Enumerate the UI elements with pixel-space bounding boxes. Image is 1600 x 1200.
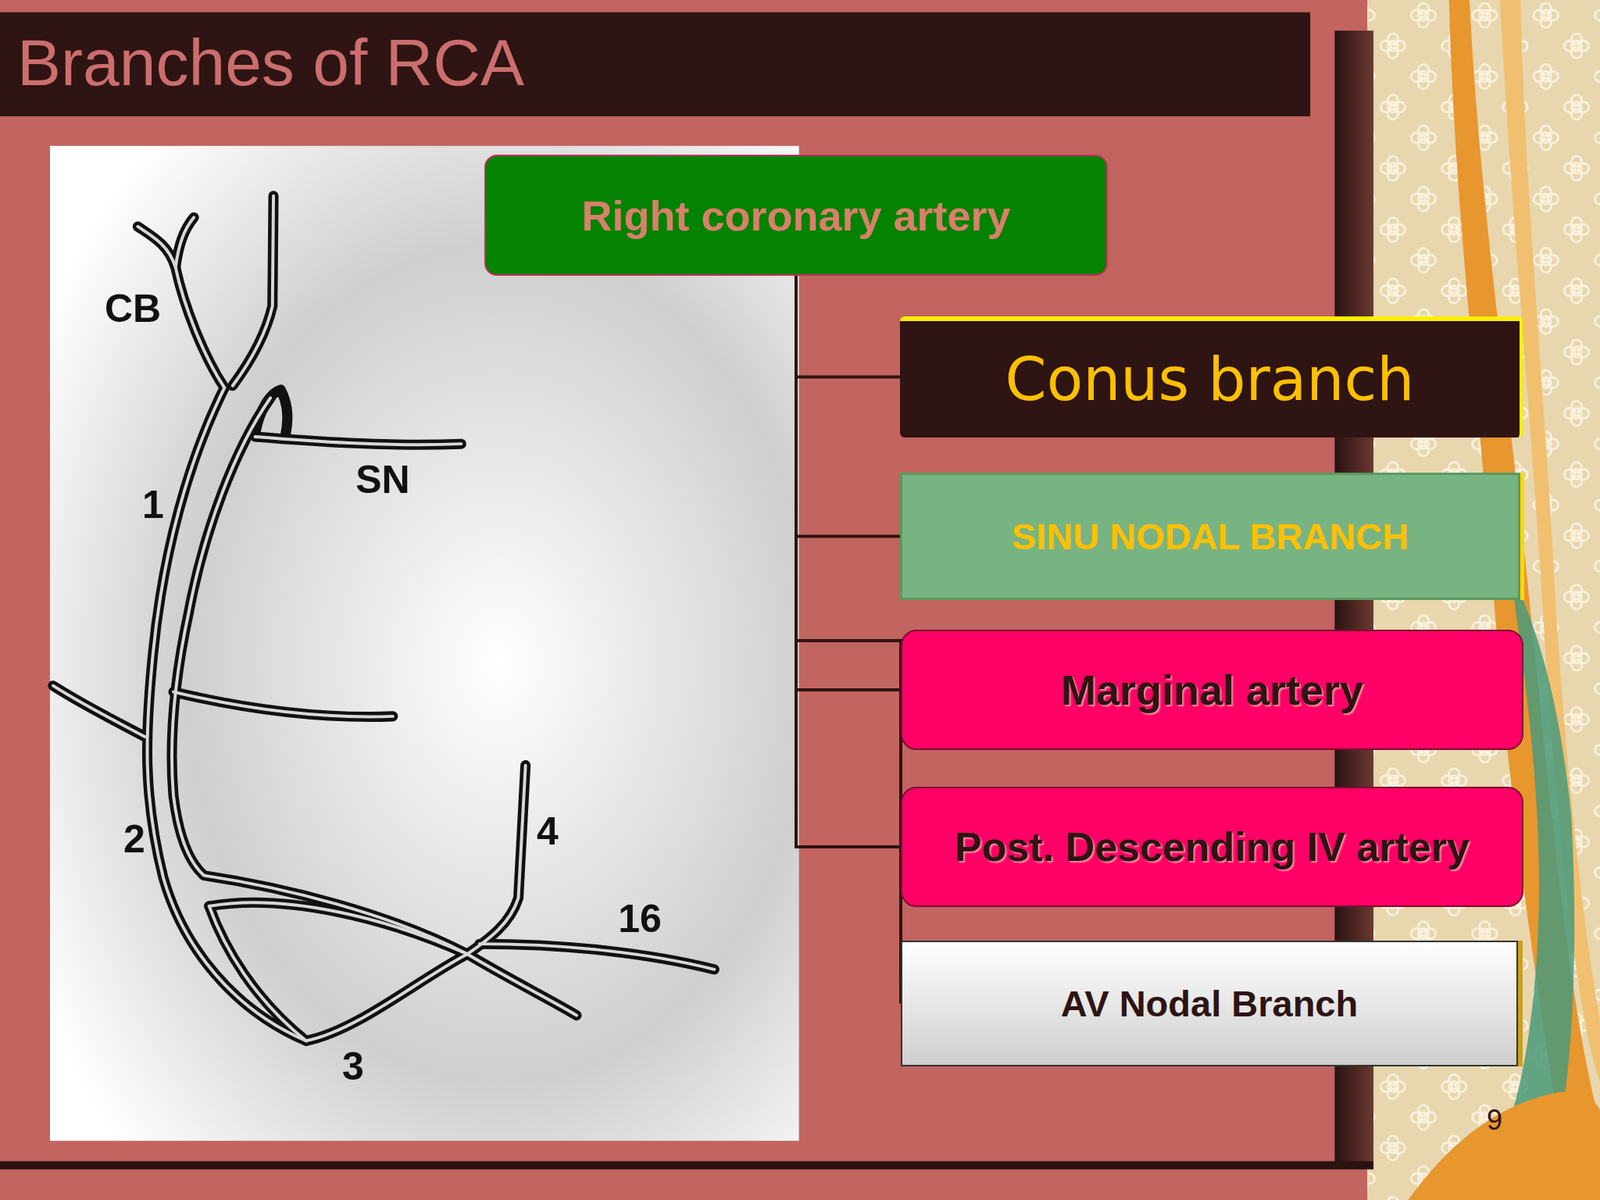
root-box: Right coronary artery	[484, 154, 1108, 276]
callout-label: 2	[123, 816, 146, 862]
callout-label: 1	[142, 482, 165, 528]
branch-box: Post. Descending IV artery	[900, 786, 1524, 908]
callout-label: 4	[536, 808, 559, 854]
connector-line	[796, 275, 901, 847]
artery-illustration	[53, 196, 715, 1041]
connector-line	[796, 275, 900, 378]
connector-line	[796, 275, 901, 690]
orange-corner	[1407, 1092, 1600, 1200]
node-text: Post. Descending IV artery	[946, 823, 1478, 871]
branch-box: AV Nodal Branch	[900, 940, 1518, 1067]
node-text: SINU NODAL BRANCH	[1003, 514, 1417, 558]
title-bar	[0, 12, 1311, 117]
callout-label: 3	[342, 1043, 365, 1090]
connector-line	[796, 275, 900, 537]
callout-label: SN	[355, 457, 410, 503]
frame-shadow	[0, 1160, 1374, 1169]
connector-line	[796, 275, 901, 1004]
node-text: Conus branch	[997, 344, 1423, 415]
node-text: AV Nodal Branch	[1053, 982, 1366, 1025]
callout-label: CB	[104, 285, 161, 332]
branch-box: SINU NODAL BRANCH	[900, 472, 1521, 600]
branch-box: Conus branch	[900, 316, 1523, 438]
branch-box: Marginal artery	[900, 629, 1524, 750]
page-number: 9	[1486, 1103, 1503, 1137]
illustration-panel	[50, 146, 800, 1141]
node-text: Right coronary artery	[573, 191, 1018, 240]
node-text: Marginal artery	[1053, 665, 1372, 715]
slide-title: Branches of RCA	[17, 25, 525, 101]
callout-label: 16	[617, 896, 662, 942]
